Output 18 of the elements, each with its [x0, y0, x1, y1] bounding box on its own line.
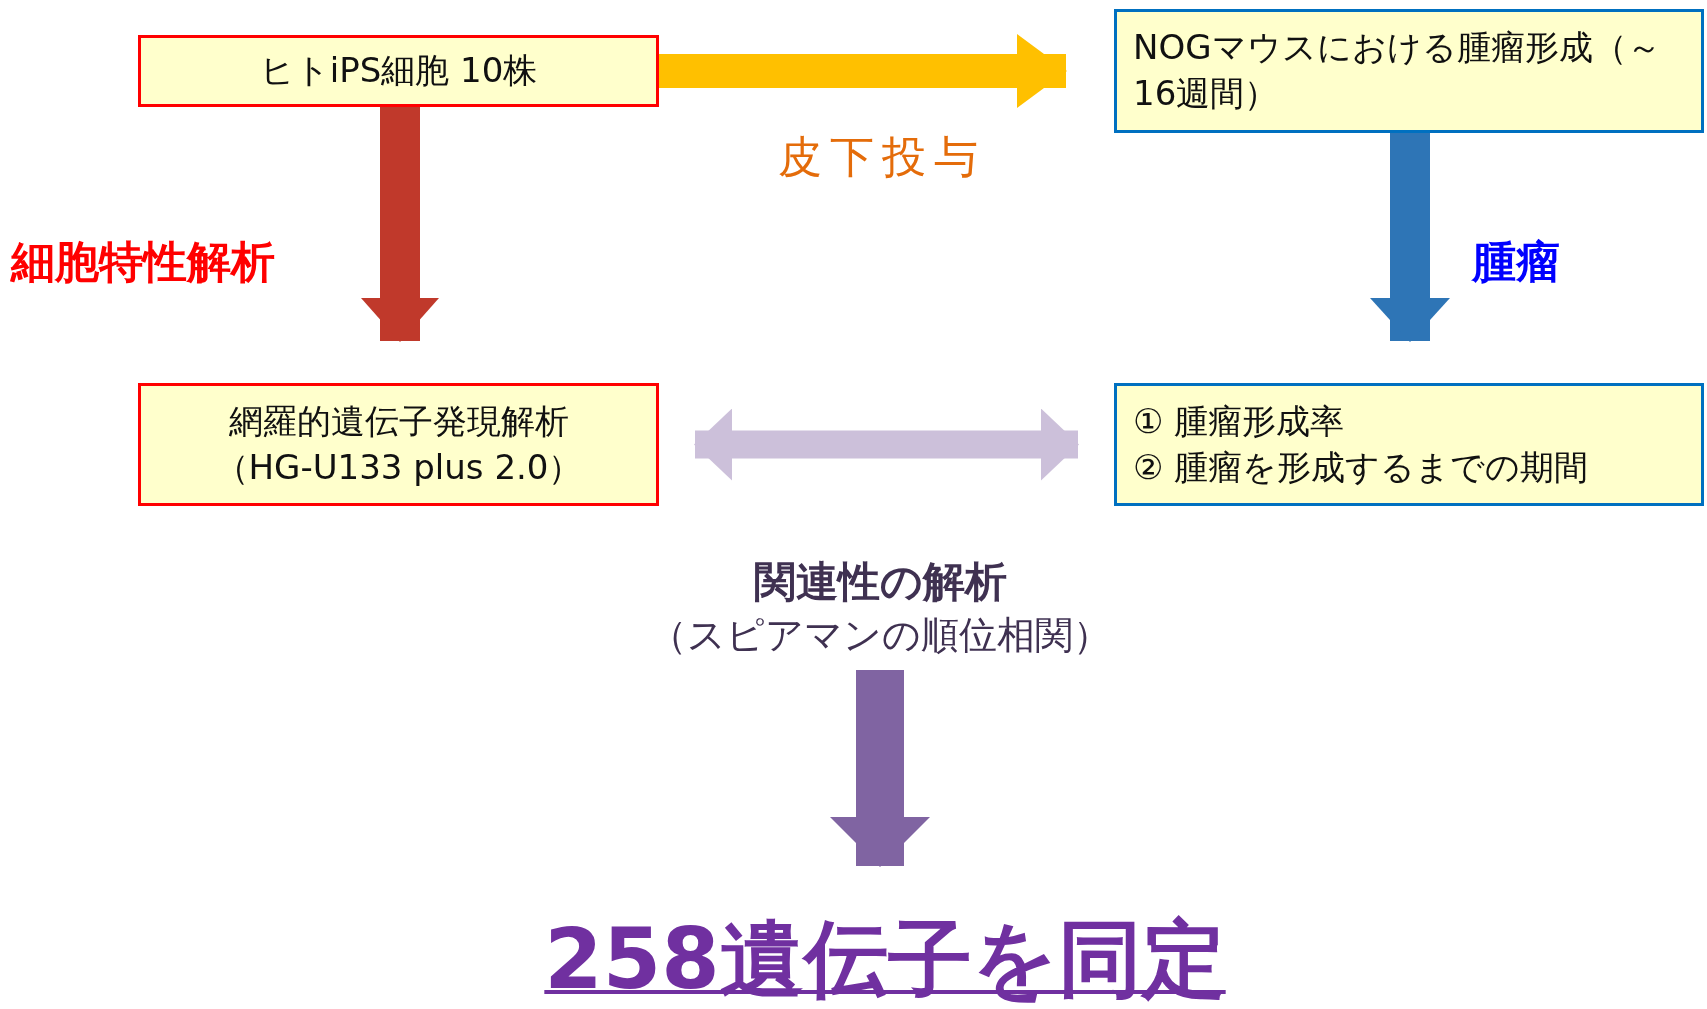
arrow — [659, 34, 1067, 108]
arrow — [361, 107, 439, 342]
process-box — [1114, 9, 1704, 133]
heading-text: 関連性の解析 — [753, 556, 1007, 608]
box-text: （HG-U133 plus 2.0） — [214, 445, 583, 489]
box-text: ヒトiPS細胞 10株 — [259, 49, 538, 93]
process-box — [138, 383, 659, 506]
result-text: 258遺伝子を同定 — [544, 909, 1226, 1009]
box-text: 網羅的遺伝子発現解析 — [228, 399, 569, 443]
subheading-text: （スピアマンの順位相関） — [649, 612, 1111, 659]
box-text: NOGマウスにおける腫瘤形成（～16週間） — [1133, 26, 1662, 115]
box-text: ② 腫瘤を形成するまでの期間 — [1133, 445, 1589, 489]
box-text: ① 腫瘤形成率 — [1133, 399, 1345, 443]
arrow — [830, 670, 930, 867]
arrow — [1370, 133, 1450, 342]
process-box — [138, 35, 659, 107]
process-box — [1114, 383, 1704, 506]
double-arrow — [694, 408, 1079, 481]
